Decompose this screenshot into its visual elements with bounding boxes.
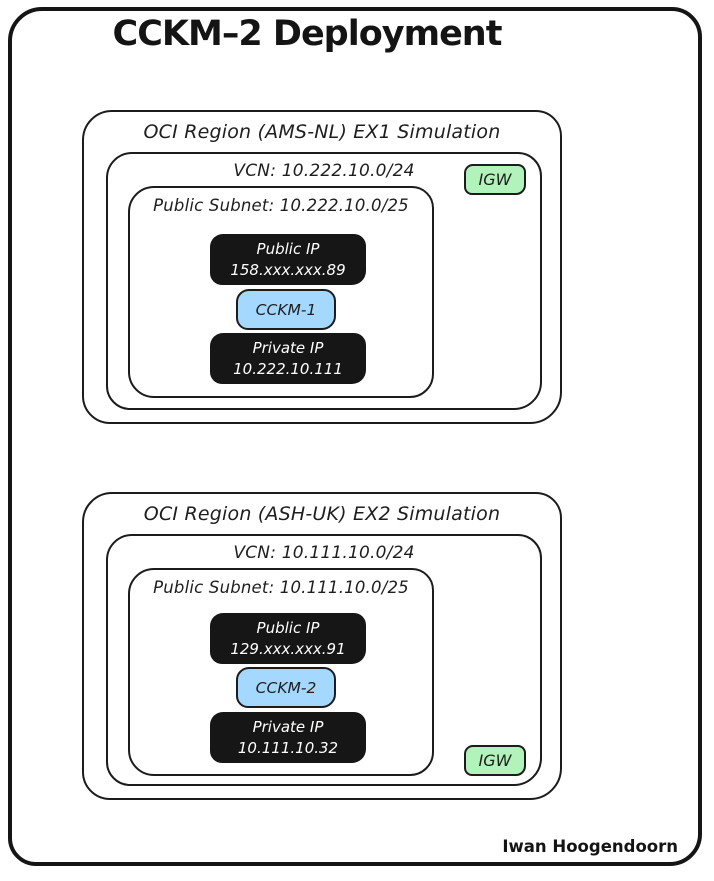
vcn-label: VCN: 10.222.10.0/24 [233,161,415,181]
private-ip-chip: Private IP 10.111.10.32 [210,712,366,763]
igw-label: IGW [478,170,512,189]
region-label: OCI Region (ASH-UK) EX2 Simulation [143,503,501,525]
instance-label: CCKM-1 [255,300,317,319]
region-box-ash-uk: OCI Region (ASH-UK) EX2 Simulation VCN: … [82,492,562,800]
public-ip-chip: Public IP 158.xxx.xxx.89 [210,234,366,285]
public-ip-title: Public IP [256,240,320,259]
instance-label: CCKM-2 [255,678,317,697]
private-ip-chip: Private IP 10.222.10.111 [210,333,366,384]
public-ip-chip: Public IP 129.xxx.xxx.91 [210,613,366,664]
region-box-ams-nl: OCI Region (AMS-NL) EX1 Simulation VCN: … [82,110,562,424]
public-subnet-box: Public Subnet: 10.222.10.0/25 Public IP … [128,186,434,398]
private-ip-value: 10.222.10.111 [233,359,343,378]
private-ip-title: Private IP [252,718,324,737]
instance-chip: CCKM-1 [236,289,336,330]
page-frame [8,7,702,866]
vcn-box: VCN: 10.222.10.0/24 IGW Public Subnet: 1… [106,152,542,410]
page-title: CCKM–2 Deployment [112,14,503,54]
igw-badge: IGW [464,164,526,195]
public-ip-title: Public IP [256,619,320,638]
vcn-label: VCN: 10.111.10.0/24 [233,543,415,563]
private-ip-title: Private IP [252,339,324,358]
igw-badge: IGW [464,745,526,776]
public-ip-value: 158.xxx.xxx.89 [230,260,346,279]
public-ip-value: 129.xxx.xxx.91 [230,639,346,658]
igw-label: IGW [478,751,512,770]
subnet-label: Public Subnet: 10.111.10.0/25 [153,578,409,597]
instance-chip: CCKM-2 [236,667,336,708]
subnet-label: Public Subnet: 10.222.10.0/25 [153,196,409,215]
vcn-box: VCN: 10.111.10.0/24 IGW Public Subnet: 1… [106,534,542,786]
region-label: OCI Region (AMS-NL) EX1 Simulation [143,121,501,143]
author-credit: Iwan Hoogendoorn [502,837,678,856]
private-ip-value: 10.111.10.32 [237,738,339,757]
public-subnet-box: Public Subnet: 10.111.10.0/25 Public IP … [128,568,434,776]
